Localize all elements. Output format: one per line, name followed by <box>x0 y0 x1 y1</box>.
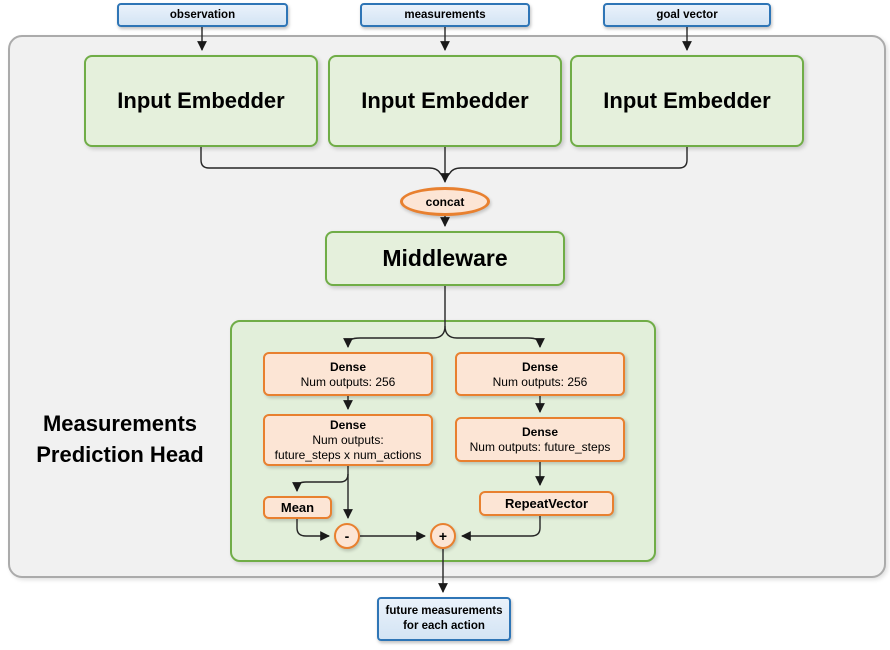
subtract-node: - <box>334 523 360 549</box>
input-box-measurements: measurements <box>360 3 530 27</box>
middleware-box: Middleware <box>325 231 565 286</box>
input-box-observation: observation <box>117 3 288 27</box>
dense-left-2-title: Dense <box>329 418 367 432</box>
dense-right-2-sub: Num outputs: future_steps <box>469 440 611 454</box>
input-embedder-3-label: Input Embedder <box>603 88 771 113</box>
output-label-line2: for each action <box>403 620 485 632</box>
measurements-label: measurements <box>404 9 486 21</box>
input-embedder-3: Input Embedder <box>570 55 804 147</box>
minus-symbol: - <box>344 528 350 544</box>
middleware-label: Middleware <box>382 245 508 271</box>
dense-right-1: Dense Num outputs: 256 <box>455 352 625 396</box>
repeat-vector-label: RepeatVector <box>504 496 589 511</box>
output-box-future-measurements: future measurements for each action <box>377 597 511 641</box>
dense-right-2: Dense Num outputs: future_steps <box>455 417 625 462</box>
dense-left-2: Dense Num outputs: future_steps x num_ac… <box>263 414 433 466</box>
concat-label: concat <box>425 194 465 209</box>
repeat-vector-box: RepeatVector <box>479 491 614 516</box>
dense-left-1-sub: Num outputs: 256 <box>300 374 396 389</box>
mean-label: Mean <box>280 500 315 515</box>
input-embedder-2-label: Input Embedder <box>361 88 529 113</box>
dense-left-2-sub-line2: future_steps x num_actions <box>274 448 422 462</box>
dense-right-2-title: Dense <box>521 425 559 439</box>
input-embedder-1-label: Input Embedder <box>117 88 285 113</box>
head-label-line2: Prediction Head <box>36 442 204 467</box>
add-node: + <box>430 523 456 549</box>
measurements-prediction-head-label: Measurements Prediction Head <box>18 408 222 470</box>
mean-box: Mean <box>263 496 332 519</box>
concat-node: concat <box>400 187 490 216</box>
dense-right-1-sub: Num outputs: 256 <box>492 374 588 389</box>
observation-label: observation <box>169 9 236 21</box>
dense-left-1: Dense Num outputs: 256 <box>263 352 433 396</box>
plus-symbol: + <box>438 528 448 544</box>
input-embedder-2: Input Embedder <box>328 55 562 147</box>
input-box-goal-vector: goal vector <box>603 3 771 27</box>
head-label-line1: Measurements <box>42 411 198 436</box>
input-embedder-1: Input Embedder <box>84 55 318 147</box>
goal-vector-label: goal vector <box>656 9 718 21</box>
dense-right-1-title: Dense <box>521 359 559 374</box>
output-label-line1: future measurements <box>385 605 503 617</box>
dense-left-1-title: Dense <box>329 359 367 374</box>
dense-left-2-sub-line1: Num outputs: <box>312 433 384 447</box>
